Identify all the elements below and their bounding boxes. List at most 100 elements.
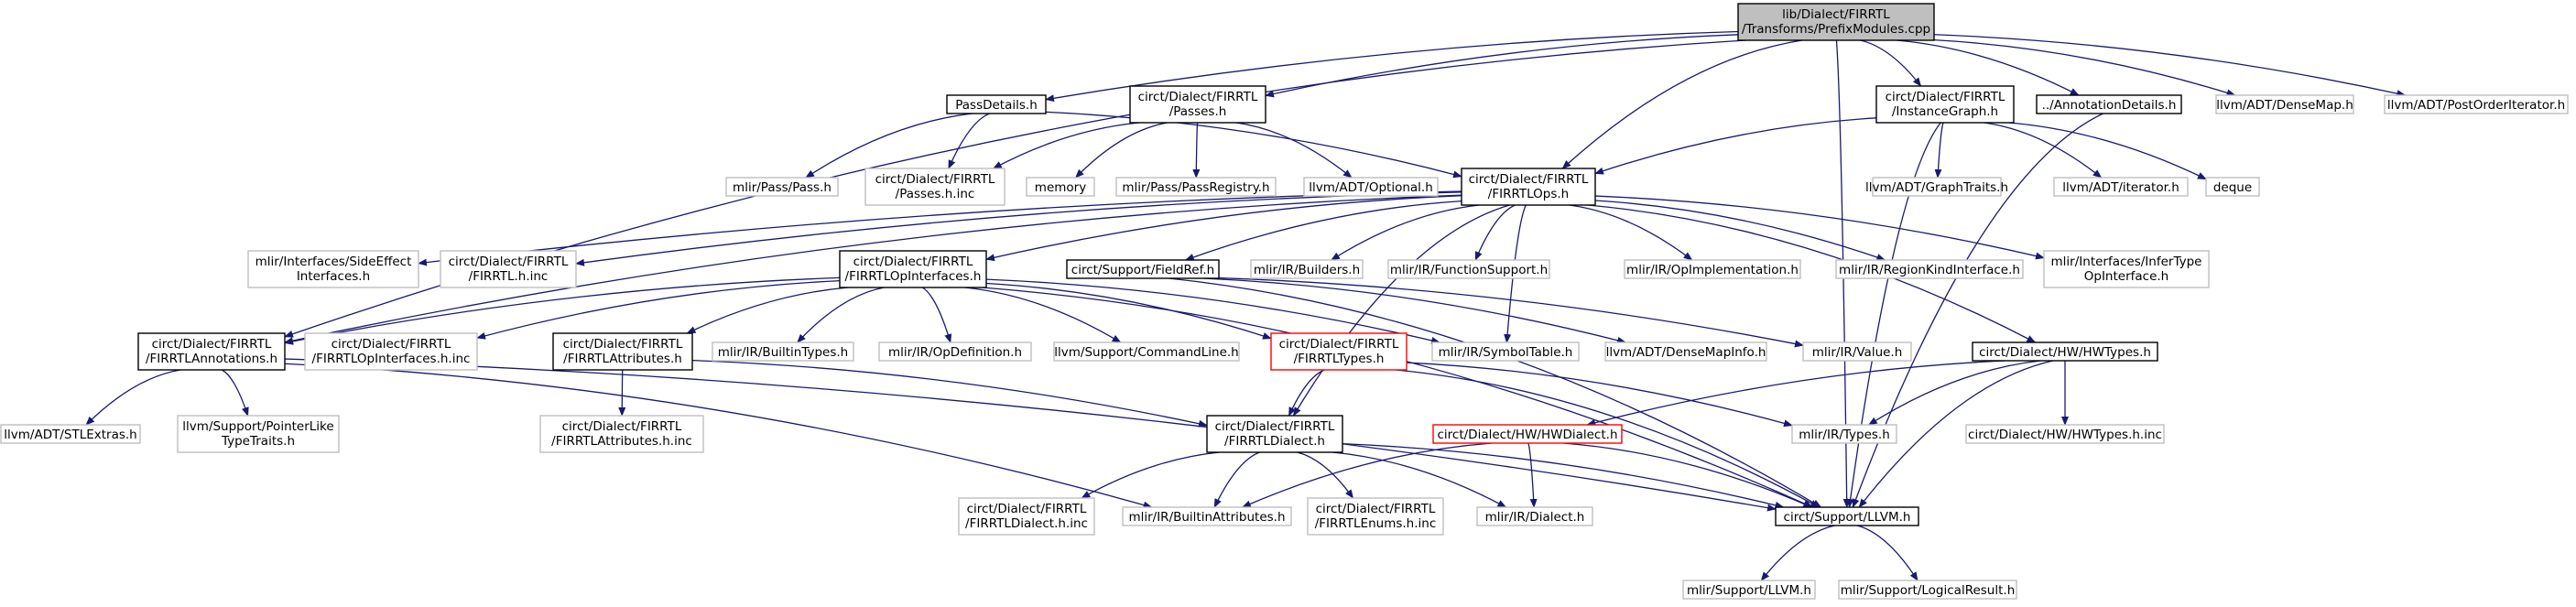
- node-firrtlops[interactable]: circt/Dialect/FIRRTL/FIRRTLOps.h: [1461, 168, 1596, 206]
- edge-instancegraph-to-graphtraits: [1934, 122, 1944, 179]
- node-label-irtypes-0: mlir/IR/Types.h: [1799, 428, 1890, 442]
- node-label-functionsupport-0: mlir/IR/FunctionSupport.h: [1390, 263, 1548, 277]
- node-mlirsupportllvm: mlir/Support/LLVM.h: [1682, 580, 1816, 600]
- edge-firrtlops-to-builders: [1331, 204, 1480, 261]
- node-box-firrtldialect: [1206, 415, 1343, 453]
- node-box-opinterfaces: [839, 250, 987, 288]
- node-label-firrtlhinc-1: /FIRRTL.h.inc: [469, 269, 549, 284]
- node-postorder: llvm/ADT/PostOrderIterator.h: [2384, 94, 2569, 114]
- node-box-postorder: [2384, 94, 2569, 114]
- node-box-pointerlike: [177, 415, 340, 453]
- node-supportllvm[interactable]: circt/Support/LLVM.h: [1775, 506, 1919, 526]
- node-hwdialect[interactable]: circt/Dialect/HW/HWDialect.h: [1432, 424, 1623, 444]
- node-hwtypes[interactable]: circt/Dialect/HW/HWTypes.h: [1972, 341, 2158, 362]
- node-value: mlir/IR/Value.h: [1802, 341, 1912, 362]
- edge-opinterfaces-to-symboltable: [985, 278, 1441, 344]
- node-instancegraph[interactable]: circt/Dialect/FIRRTL/InstanceGraph.h: [1875, 85, 2015, 124]
- node-firrtltypes[interactable]: circt/Dialect/FIRRTL/FIRRTLTypes.h: [1270, 332, 1408, 371]
- node-passregistry: mlir/Pass/PassRegistry.h: [1115, 177, 1277, 197]
- node-graphtraits: llvm/ADT/GraphTraits.h: [1865, 177, 2008, 197]
- node-opinterfaces[interactable]: circt/Dialect/FIRRTL/FIRRTLOpInterfaces.…: [839, 250, 987, 288]
- node-box-densemapinfo: [1604, 341, 1767, 362]
- node-passdetails[interactable]: PassDetails.h: [946, 94, 1047, 114]
- node-box-mlirpass: [725, 177, 839, 197]
- edge-instancegraph-to-deque: [2008, 122, 2207, 180]
- node-box-commandline: [1053, 341, 1240, 362]
- edge-opinterfaces-to-opinterfacesinc: [476, 279, 841, 340]
- node-densemap: llvm/ADT/DenseMap.h: [2215, 94, 2354, 114]
- edge-passes-to-memory: [1074, 122, 1168, 179]
- node-label-deque-0: deque: [2213, 180, 2252, 195]
- node-label-mlirsupportllvm-0: mlir/Support/LLVM.h: [1687, 583, 1811, 598]
- node-label-builders-0: mlir/IR/Builders.h: [1254, 263, 1360, 277]
- edge-passdetails-to-firrtlops: [1045, 111, 1462, 179]
- node-label-opinterfaces-1: /FIRRTLOpInterfaces.h: [845, 269, 982, 284]
- node-firrtlhinc: circt/Dialect/FIRRTL/FIRRTL.h.inc: [440, 250, 577, 288]
- node-box-annotdetails: [2036, 94, 2182, 114]
- node-memory: memory: [1026, 177, 1095, 197]
- node-box-attributes: [552, 332, 693, 371]
- node-label-root-1: /Transforms/PrefixModules.cpp: [1742, 22, 1930, 37]
- node-label-hwtypesinc-0: circt/Dialect/HW/HWTypes.h.inc: [1968, 428, 2162, 442]
- node-label-opinterfacesinc-1: /FIRRTLOpInterfaces.h.inc: [312, 352, 471, 366]
- edge-firrtldialect-to-supportllvm: [1342, 443, 1785, 509]
- node-box-functionsupport: [1387, 259, 1550, 279]
- edge-firrtlops-to-hwtypes: [1588, 204, 2037, 343]
- node-label-passes-1: /Passes.h: [1169, 104, 1227, 119]
- node-label-pointerlike-0: llvm/Support/PointerLike: [182, 419, 333, 434]
- node-label-irdialect-0: mlir/IR/Dialect.h: [1485, 510, 1585, 525]
- node-root[interactable]: lib/Dialect/FIRRTL/Transforms/PrefixModu…: [1737, 3, 1935, 41]
- node-box-irdialect: [1476, 506, 1593, 526]
- edge-annotations-to-builtinattrs: [284, 363, 1153, 509]
- node-commandline: llvm/Support/CommandLine.h: [1053, 341, 1240, 362]
- edge-firrtlops-to-infertype: [1594, 195, 2045, 260]
- node-annotdetails[interactable]: ../AnnotationDetails.h: [2036, 94, 2182, 114]
- node-box-attributesinc: [539, 415, 704, 453]
- edge-firrtldialect-to-enumsinc: [1297, 451, 1354, 499]
- edge-root-to-instancegraph: [1860, 39, 1922, 87]
- node-box-passregistry: [1115, 177, 1277, 197]
- node-box-annotations: [137, 332, 286, 371]
- edge-root-to-firrtlops: [1561, 39, 1802, 169]
- node-box-regionkind: [1835, 259, 2024, 279]
- node-box-value: [1802, 341, 1912, 362]
- edge-root-to-supportllvm: [1835, 39, 1851, 508]
- node-label-passdetails-0: PassDetails.h: [955, 98, 1038, 113]
- edge-supportllvm-to-mlirsupportllvm: [1760, 525, 1835, 581]
- node-box-stlextras: [0, 424, 141, 444]
- node-label-pointerlike-1: TypeTraits.h: [221, 434, 295, 449]
- node-label-attributes-0: circt/Dialect/FIRRTL: [563, 337, 683, 352]
- edge-opinterfaces-to-opdefinition: [921, 287, 952, 343]
- node-box-memory: [1026, 177, 1095, 197]
- node-annotations[interactable]: circt/Dialect/FIRRTL/FIRRTLAnnotations.h: [137, 332, 286, 371]
- node-label-fieldref-0: circt/Support/FieldRef.h: [1071, 263, 1214, 277]
- edge-firrtlops-to-functionsupport: [1474, 204, 1516, 261]
- edge-firrtlops-to-fieldref: [1184, 200, 1462, 261]
- node-stlextras: llvm/ADT/STLExtras.h: [0, 424, 141, 444]
- node-box-enumsinc: [1307, 497, 1444, 536]
- edge-instancegraph-to-firrtlops: [1594, 117, 1877, 175]
- node-box-irtypes: [1791, 424, 1897, 444]
- edge-passes-to-passregistry: [1192, 122, 1201, 179]
- node-box-optional: [1303, 177, 1439, 197]
- node-box-root: [1737, 3, 1935, 41]
- node-box-firrtlops: [1461, 168, 1596, 206]
- edge-hwtypes-to-irtypes: [1867, 360, 2041, 426]
- node-firrtldialect[interactable]: circt/Dialect/FIRRTL/FIRRTLDialect.h: [1206, 415, 1343, 453]
- node-fieldref[interactable]: circt/Support/FieldRef.h: [1066, 259, 1220, 279]
- edge-opinterfaces-to-firrtltypes: [985, 282, 1272, 340]
- edge-annotdetails-to-supportllvm: [1852, 113, 2103, 508]
- node-label-firrtlhinc-0: circt/Dialect/FIRRTL: [449, 255, 569, 269]
- node-box-firrtlhinc: [440, 250, 577, 288]
- node-box-opinterfacesinc: [304, 332, 478, 371]
- edge-opinterfaces-to-attributes: [686, 287, 849, 334]
- node-attributes[interactable]: circt/Dialect/FIRRTL/FIRRTLAttributes.h: [552, 332, 693, 371]
- edge-firrtltypes-to-irtypes: [1406, 362, 1793, 428]
- node-optional: llvm/ADT/Optional.h: [1303, 177, 1439, 197]
- edge-firrtldialect-to-irdialect: [1332, 451, 1507, 508]
- node-passes[interactable]: circt/Dialect/FIRRTL/Passes.h: [1129, 85, 1266, 124]
- edge-root-to-densemap: [1933, 39, 2236, 97]
- node-box-opdefinition: [878, 341, 1032, 362]
